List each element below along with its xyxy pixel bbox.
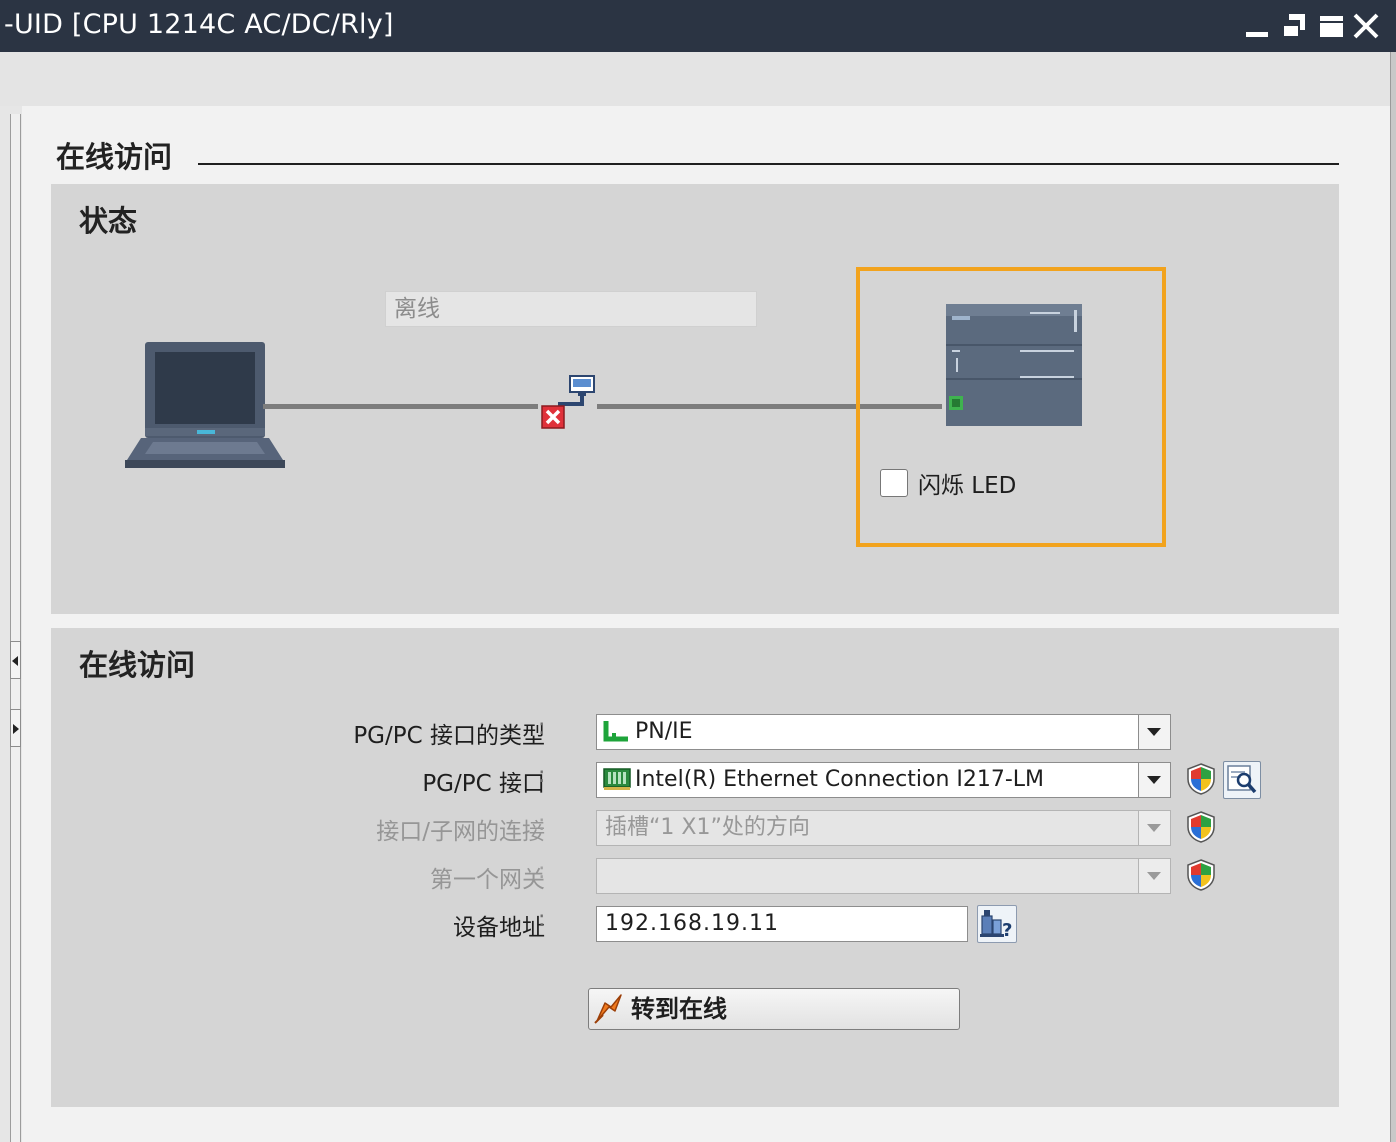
- online-access-page: 在线访问 状态 离线: [22, 106, 1390, 1142]
- chevron-down-icon: [1138, 859, 1170, 893]
- restore-icon[interactable]: [1280, 12, 1308, 40]
- status-panel-title: 状态: [79, 204, 138, 238]
- subnet-connection-select: 插槽“1 X1”处的方向: [596, 810, 1171, 846]
- go-online-label: 转到在线: [631, 995, 727, 1023]
- network-card-icon: [602, 767, 632, 797]
- interface-type-colon: :: [538, 715, 546, 740]
- maximize-icon[interactable]: [1318, 12, 1346, 40]
- security-shield-icon: [1186, 858, 1216, 896]
- first-gateway-colon: :: [538, 859, 546, 884]
- interface-colon: :: [538, 763, 546, 788]
- window-titlebar: -UID [CPU 1214C AC/DC/Rly]: [0, 0, 1396, 52]
- search-device-icon[interactable]: [1223, 761, 1261, 799]
- flash-led-label: 闪烁 LED: [918, 473, 1017, 499]
- subnet-connection-label: 接口/子网的连接: [376, 819, 545, 845]
- interface-label: PG/PC 接口: [422, 771, 545, 797]
- chevron-down-icon[interactable]: [1138, 763, 1170, 797]
- status-panel: 状态 离线: [51, 184, 1339, 614]
- network-disconnected-icon: [538, 372, 598, 436]
- go-online-icon: [593, 993, 627, 1029]
- online-access-panel-title: 在线访问: [79, 648, 196, 682]
- network-line-left: [263, 404, 538, 409]
- interface-type-select[interactable]: PN/IE: [596, 714, 1171, 750]
- collapse-left-arrow[interactable]: [10, 641, 21, 679]
- network-line-right: [597, 404, 942, 409]
- plc-cpu-icon: [946, 304, 1082, 430]
- interface-select[interactable]: Intel(R) Ethernet Connection I217-LM: [596, 762, 1171, 798]
- go-online-button[interactable]: 转到在线: [588, 988, 960, 1030]
- window-right-edge: [1390, 52, 1396, 1142]
- close-icon[interactable]: [1352, 12, 1380, 40]
- chevron-down-icon[interactable]: [1138, 715, 1170, 749]
- device-address-colon: :: [538, 907, 546, 932]
- subnet-connection-colon: :: [538, 811, 546, 836]
- task-card-strip: [0, 106, 22, 1142]
- first-gateway-select: [596, 858, 1171, 894]
- section-heading: 在线访问: [56, 140, 173, 174]
- security-shield-icon: [1186, 810, 1216, 848]
- pn-ie-icon: [602, 719, 630, 749]
- subnet-connection-value: 插槽“1 X1”处的方向: [605, 815, 810, 840]
- heading-divider: [198, 163, 1339, 165]
- first-gateway-label: 第一个网关: [430, 867, 545, 893]
- toolbar-area: [0, 52, 1390, 107]
- chevron-down-icon: [1138, 811, 1170, 845]
- interface-type-value: PN/IE: [635, 719, 693, 744]
- splitter-rail[interactable]: [10, 114, 21, 1142]
- svg-text:?: ?: [1002, 920, 1012, 941]
- connection-status-field: 离线: [385, 291, 757, 327]
- device-address-input[interactable]: 192.168.19.11: [596, 906, 968, 942]
- expand-right-arrow[interactable]: [10, 709, 21, 747]
- security-shield-icon: [1186, 762, 1216, 800]
- minimize-icon[interactable]: [1244, 12, 1272, 40]
- interface-type-label: PG/PC 接口的类型: [353, 723, 545, 749]
- target-device-frame: 闪烁 LED: [856, 267, 1166, 547]
- online-access-panel: 在线访问 PG/PC 接口的类型 : PN/IE PG/PC 接口 :: [51, 628, 1339, 1107]
- window-title: -UID [CPU 1214C AC/DC/Rly]: [4, 9, 394, 40]
- interface-value: Intel(R) Ethernet Connection I217-LM: [635, 767, 1045, 792]
- flash-led-control[interactable]: 闪烁 LED: [880, 466, 1016, 500]
- network-address-help-icon[interactable]: ?: [977, 905, 1017, 943]
- device-address-label: 设备地址: [453, 915, 545, 941]
- flash-led-checkbox[interactable]: [880, 469, 908, 497]
- laptop-icon: [125, 342, 285, 476]
